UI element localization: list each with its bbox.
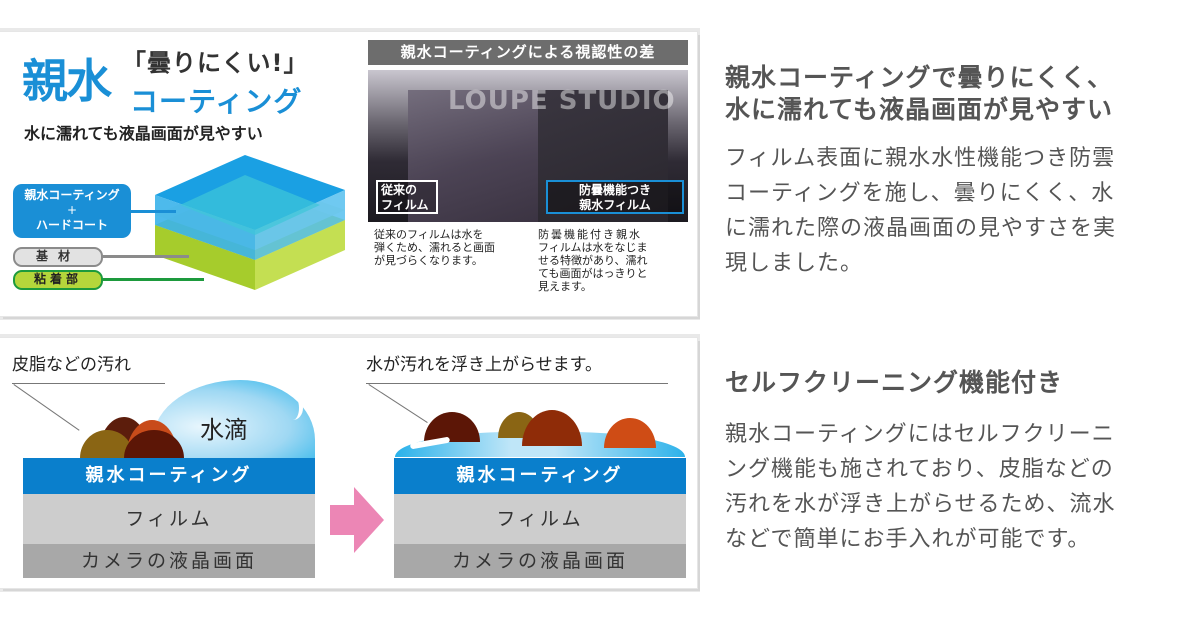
layer-label-coating-plus: + bbox=[66, 203, 78, 217]
screen-right-clear bbox=[538, 90, 668, 222]
callout-underline bbox=[366, 383, 668, 384]
section1-body-line: 現しました。 bbox=[725, 251, 864, 276]
brand-quote: 「曇りにくい!」 bbox=[122, 49, 309, 77]
section2-heading: セルフクリーニング機能付き bbox=[725, 368, 1064, 397]
layer-camera-lcd: カメラの液晶画面 bbox=[23, 544, 315, 578]
caption-right-line: 防曇機能付き親水 bbox=[538, 228, 642, 241]
droplet-label: 水滴 bbox=[200, 416, 248, 444]
tag-right-line2: 親水フィルム bbox=[579, 198, 651, 212]
layer-hydrophilic-coating: 親水コーティング bbox=[394, 458, 686, 494]
callout-water-lifts-dirt: 水が汚れを浮き上がらせます。 bbox=[366, 355, 602, 375]
section1-body-line: フィルム表面に親水水性機能つき防雲 bbox=[725, 146, 1116, 171]
callout-underline bbox=[12, 383, 165, 384]
section1-body-line: に濡れた際の液晶画面の見やすさを実 bbox=[725, 216, 1117, 241]
section1-body: フィルム表面に親水水性機能つき防雲 コーティングを施し、曇りにくく、水 に濡れた… bbox=[725, 141, 1185, 281]
layer-label-base: 基材 bbox=[13, 247, 103, 267]
tag-left-line1: 従来の bbox=[381, 183, 418, 197]
brand-subtitle: 水に濡れても液晶画面が見やすい bbox=[24, 124, 263, 143]
caption-right-line: ても画面がはっきりと bbox=[538, 267, 648, 280]
caption-right-line: せる特徴があり、濡れ bbox=[538, 254, 648, 267]
screen-left-wet bbox=[408, 90, 538, 222]
section2-body-line: 親水コーティングにはセルフクリーニ bbox=[725, 422, 1115, 447]
section2-body-line: 汚れを水が浮き上がらせるため、流水 bbox=[725, 492, 1116, 517]
caption-right-line: 見えます。 bbox=[538, 280, 592, 293]
photo-title: 親水コーティングによる視認性の差 bbox=[368, 40, 688, 65]
layer-camera-lcd: カメラの液晶画面 bbox=[394, 544, 686, 578]
caption-right-line: フィルムは水をなじま bbox=[538, 241, 648, 254]
leader-base bbox=[101, 255, 189, 258]
tag-left-line2: フィルム bbox=[381, 198, 429, 212]
section2-body-line: ング機能も施されており、皮脂などの bbox=[725, 457, 1114, 482]
caption-conventional: 従来のフィルムは水を 弾くため、濡れると画面 が見づらくなります。 bbox=[374, 228, 495, 267]
section1-heading-line2: 水に濡れても液晶画面が見やすい bbox=[725, 95, 1114, 124]
layer-film: フィルム bbox=[394, 494, 686, 544]
layer-label-coating-line2: ハードコート bbox=[35, 218, 108, 232]
caption-left-line: 従来のフィルムは水を bbox=[374, 228, 484, 241]
section1-body-line: コーティングを施し、曇りにくく、水 bbox=[725, 181, 1115, 206]
watermark: LOUPE STUDIO bbox=[448, 86, 676, 116]
tag-conventional-film: 従来の フィルム bbox=[376, 180, 438, 214]
section1-heading: 親水コーティングで曇りにくく、 水に濡れても液晶画面が見やすい bbox=[725, 62, 1113, 126]
layer-hydrophilic-coating: 親水コーティング bbox=[23, 458, 315, 494]
arrow-right-icon bbox=[330, 487, 384, 553]
tag-antifog-film: 防曇機能つき 親水フィルム bbox=[546, 180, 684, 214]
leader-coating bbox=[131, 210, 176, 213]
caption-left-line: が見づらくなります。 bbox=[374, 254, 483, 267]
section1-heading-line1: 親水コーティングで曇りにくく、 bbox=[725, 63, 1114, 92]
caption-antifog: 防曇機能付き親水 フィルムは水をなじま せる特徴があり、濡れ ても画面がはっきり… bbox=[538, 228, 648, 293]
tag-right-line1: 防曇機能つき bbox=[578, 183, 651, 197]
film-layers-illustration bbox=[155, 155, 345, 290]
section2-body-line: などで簡単にお手入れが可能です。 bbox=[725, 527, 1091, 552]
callout-sebum-dirt: 皮脂などの汚れ bbox=[12, 355, 131, 375]
brand-big-title: 親水 bbox=[22, 54, 112, 108]
section2-body: 親水コーティングにはセルフクリーニ ング機能も施されており、皮脂などの 汚れを水… bbox=[725, 417, 1185, 557]
brand-coating-title: コーティング bbox=[130, 85, 303, 118]
droplet-highlight bbox=[283, 396, 303, 420]
layer-film: フィルム bbox=[23, 494, 315, 544]
layer-label-coating-line1: 親水コーティング bbox=[24, 188, 120, 202]
leader-adhesive bbox=[101, 278, 204, 281]
comparison-photo: LOUPE STUDIO 従来の フィルム 防曇機能つき 親水フィルム bbox=[368, 70, 688, 222]
layer-label-coating: 親水コーティング + ハードコート bbox=[13, 184, 131, 238]
caption-left-line: 弾くため、濡れると画面 bbox=[374, 241, 495, 254]
layer-label-adhesive: 粘着部 bbox=[13, 270, 103, 290]
